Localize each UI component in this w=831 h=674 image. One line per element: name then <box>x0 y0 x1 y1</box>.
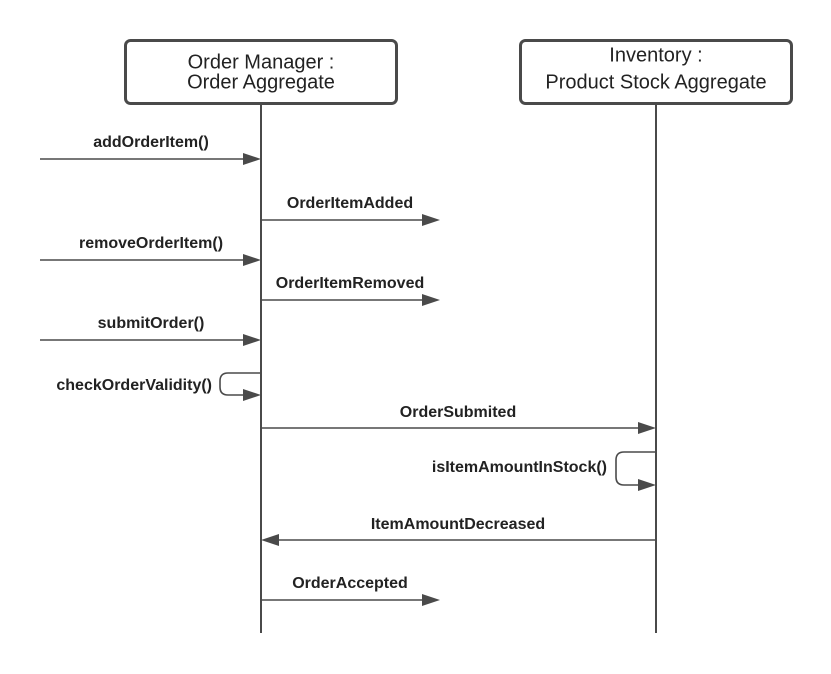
arrowhead-icon <box>243 334 261 346</box>
arrowhead-icon <box>422 214 440 226</box>
message-order-accepted[interactable]: OrderAccepted <box>261 575 440 606</box>
lifeline-order-manager-subtitle: Order Aggregate <box>187 71 335 93</box>
arrowhead-icon <box>261 534 279 546</box>
arrowhead-icon <box>243 153 261 165</box>
message-line <box>219 372 261 396</box>
message-order-submited[interactable]: OrderSubmited <box>261 404 656 434</box>
message-order-item-added[interactable]: OrderItemAdded <box>261 195 440 226</box>
message-add-order-item[interactable]: addOrderItem() <box>40 134 261 165</box>
message-is-item-amount-in-stock[interactable]: isItemAmountInStock() <box>432 451 656 491</box>
message-submit-order[interactable]: submitOrder() <box>40 315 261 346</box>
lifeline-inventory-title: Inventory : <box>609 44 702 66</box>
lifeline-inventory-box[interactable] <box>519 39 793 105</box>
message-label: ItemAmountDecreased <box>371 516 545 533</box>
message-label: removeOrderItem() <box>79 235 223 252</box>
arrowhead-icon <box>422 294 440 306</box>
arrowhead-icon <box>638 422 656 434</box>
message-line <box>615 451 656 486</box>
message-item-amount-decreased[interactable]: ItemAmountDecreased <box>261 516 656 546</box>
arrowhead-icon <box>243 389 261 401</box>
message-label: isItemAmountInStock() <box>432 459 607 476</box>
message-remove-order-item[interactable]: removeOrderItem() <box>40 235 261 266</box>
arrowhead-icon <box>243 254 261 266</box>
message-label: OrderAccepted <box>292 575 408 592</box>
message-label: checkOrderValidity() <box>56 377 212 394</box>
message-order-item-removed[interactable]: OrderItemRemoved <box>261 275 440 306</box>
message-label: OrderSubmited <box>400 404 516 421</box>
message-check-order-validity[interactable]: checkOrderValidity() <box>56 372 261 401</box>
lifeline-inventory: Inventory : Product Stock Aggregate <box>519 39 793 633</box>
arrowhead-icon <box>638 479 656 491</box>
lifeline-order-manager-title: Order Manager : <box>188 51 335 73</box>
lifeline-inventory-subtitle: Product Stock Aggregate <box>545 71 766 93</box>
message-label: submitOrder() <box>98 315 205 332</box>
message-label: addOrderItem() <box>93 134 209 151</box>
arrowhead-icon <box>422 594 440 606</box>
message-label: OrderItemAdded <box>287 195 413 212</box>
lifeline-order-manager: Order Manager : Order Aggregate <box>124 39 398 633</box>
lifeline-order-manager-box[interactable] <box>124 39 398 105</box>
message-label: OrderItemRemoved <box>276 275 425 292</box>
